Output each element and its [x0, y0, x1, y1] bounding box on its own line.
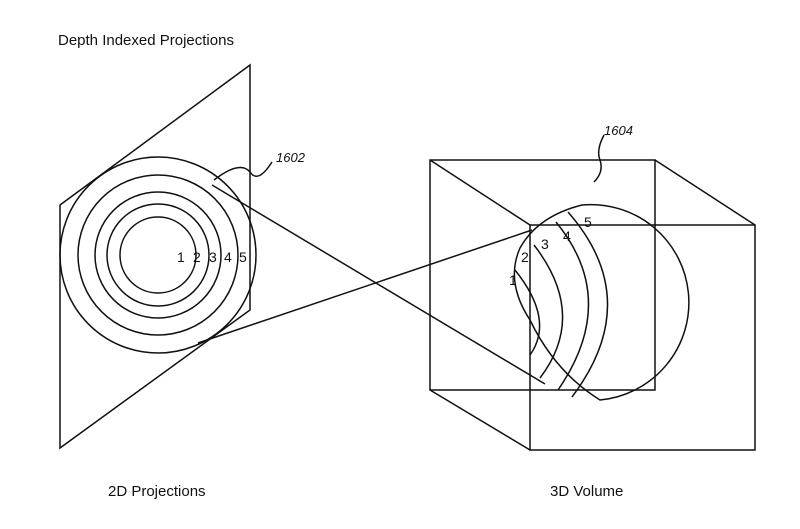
projection-ring-5 — [59, 156, 257, 354]
volume-slice-3 — [555, 221, 590, 391]
volume-depth-label: 3 — [541, 236, 549, 252]
volume-depth-label: 5 — [584, 214, 592, 230]
ref-leader-1602 — [213, 161, 273, 181]
projection-ring-1 — [119, 216, 197, 294]
projection-depth-label: 5 — [239, 249, 247, 265]
volume-depth-label: 4 — [563, 228, 571, 244]
projection-depth-label: 1 — [177, 249, 185, 265]
caption-3d-volume: 3D Volume — [550, 483, 624, 500]
volume-slice-2 — [533, 244, 564, 379]
volume-slice-1 — [514, 269, 541, 356]
diagram-title: Depth Indexed Projections — [58, 32, 234, 49]
projection-ring-4 — [77, 174, 239, 336]
caption-2d-projections: 2D Projections — [108, 483, 206, 500]
projection-depth-label: 4 — [224, 249, 232, 265]
cube-edge — [429, 389, 531, 451]
projection-ring-2 — [106, 203, 210, 307]
projection-depth-label: 3 — [209, 249, 217, 265]
projection-depth-label: 2 — [193, 249, 201, 265]
cube-front-face — [529, 224, 756, 451]
projection-line-lower — [197, 229, 533, 344]
projection-plane — [59, 63, 251, 450]
projection-line-upper — [211, 184, 546, 385]
cube-edge — [429, 159, 531, 226]
volume-depth-label: 2 — [521, 249, 529, 265]
projection-ring-3 — [94, 191, 222, 319]
ref-leader-1604 — [593, 134, 605, 183]
cube-back-face — [429, 159, 656, 391]
volume-slice-5 — [513, 203, 690, 401]
projection-rings — [59, 156, 257, 354]
volume-cube — [429, 159, 756, 451]
ref-numeral-1604: 1604 — [604, 123, 633, 138]
ref-numeral-1602: 1602 — [276, 150, 306, 165]
volume-depth-label: 1 — [509, 272, 517, 288]
volume-depth-slices — [513, 203, 690, 401]
cube-edge — [654, 159, 756, 226]
volume-slice-4 — [567, 211, 609, 398]
